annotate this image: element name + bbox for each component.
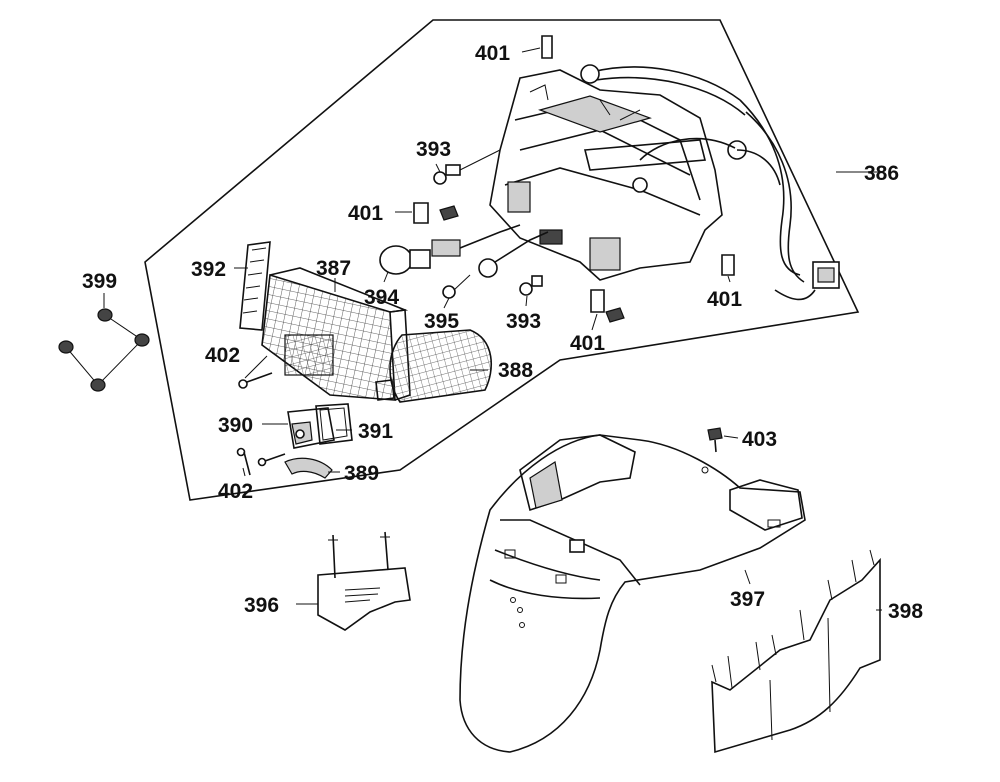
label-402-lower: 402 (218, 480, 253, 503)
gasket-391 (315, 403, 353, 445)
bolt-403 (707, 427, 723, 453)
lens-387 (261, 267, 411, 401)
label-401-right: 401 (707, 288, 742, 311)
label-403: 403 (742, 428, 777, 451)
leader-lines (103, 47, 882, 611)
clip-401-right (721, 254, 735, 276)
label-396: 396 (244, 594, 279, 617)
label-393-upper: 393 (416, 138, 451, 161)
socket-395 (442, 231, 549, 299)
plate-bracket-396 (317, 531, 411, 631)
label-386: 386 (864, 162, 899, 185)
bulb-393-upper (433, 149, 501, 185)
label-401-top: 401 (475, 42, 510, 65)
label-395: 395 (424, 310, 459, 333)
clip-401-lower (590, 289, 625, 323)
bracket-390 (287, 407, 335, 449)
label-387: 387 (316, 257, 351, 280)
assembly-boundary (144, 19, 860, 501)
label-389: 389 (344, 462, 379, 485)
clip-401-left (413, 202, 459, 224)
screw-402-upper (238, 372, 273, 389)
wiring-harness (580, 64, 840, 301)
grommets-399 (58, 308, 150, 392)
label-388: 388 (498, 359, 533, 382)
label-394: 394 (364, 286, 399, 309)
gasket-392 (239, 241, 271, 331)
clip-401-top (541, 35, 553, 59)
taillight-housing (489, 69, 723, 281)
label-392: 392 (191, 258, 226, 281)
screw-402-lower (236, 447, 286, 476)
bulb-394 (379, 224, 521, 275)
part-labels: 401 386 393 401 392 387 399 394 395 393 … (82, 42, 923, 623)
label-402-upper: 402 (205, 344, 240, 367)
label-391: 391 (358, 420, 393, 443)
label-390: 390 (218, 414, 253, 437)
bulb-393-lower (519, 275, 543, 296)
label-398: 398 (888, 600, 923, 623)
cover-389 (284, 457, 333, 479)
label-401-left: 401 (348, 202, 383, 225)
label-399: 399 (82, 270, 117, 293)
side-lens-388 (389, 329, 492, 403)
label-401-lower: 401 (570, 332, 605, 355)
label-393-lower: 393 (506, 310, 541, 333)
splash-guard-398 (711, 549, 881, 754)
label-397: 397 (730, 588, 765, 611)
rear-fender-397 (459, 434, 806, 753)
